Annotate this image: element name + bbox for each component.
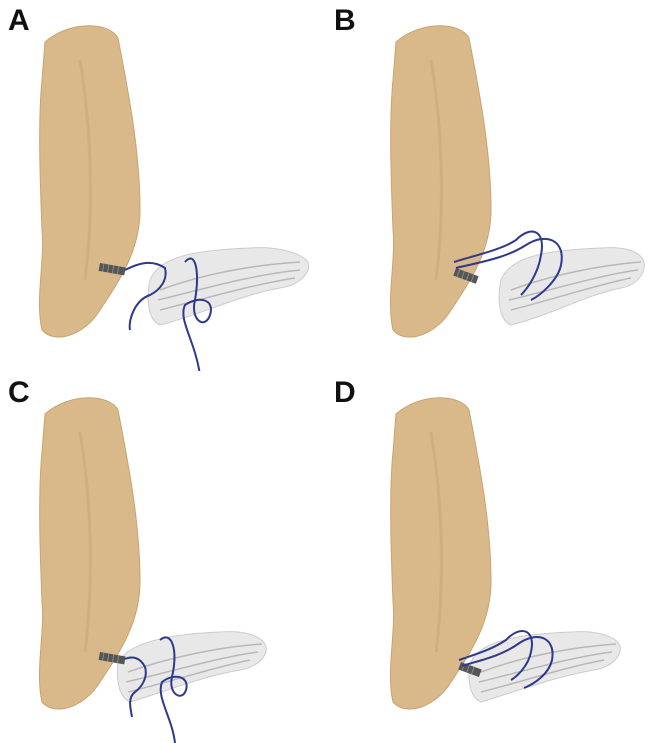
panel-b: B [326, 0, 652, 371]
panel-c: C [0, 372, 326, 743]
panel-d: D [326, 372, 652, 743]
panel-b-illustration [326, 0, 652, 371]
tendon-shape [117, 632, 266, 702]
panel-a: A [0, 0, 326, 371]
panel-c-illustration [0, 372, 326, 743]
tendon-shape [469, 632, 620, 702]
panel-a-illustration [0, 0, 326, 371]
panel-d-illustration [326, 372, 652, 743]
